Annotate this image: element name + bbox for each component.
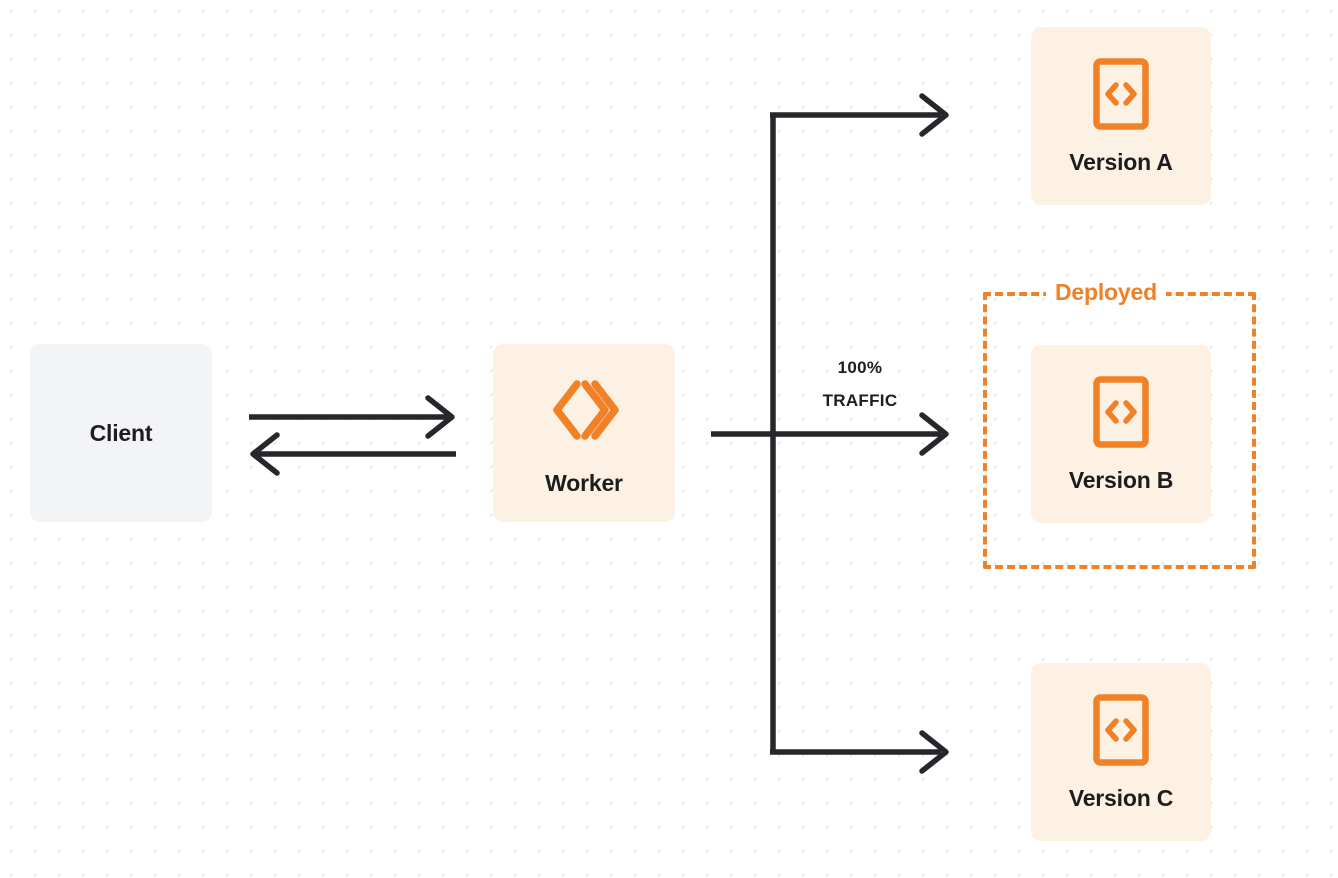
deployed-frame-label: Deployed — [1046, 279, 1166, 305]
traffic-label: 100% TRAFFIC — [790, 351, 930, 417]
node-worker-label: Worker — [545, 470, 623, 496]
code-brackets-icon — [1093, 694, 1149, 771]
node-version-c[interactable]: Version C — [1031, 663, 1211, 841]
node-client[interactable]: Client — [30, 344, 212, 522]
node-version-b[interactable]: Version B — [1031, 345, 1211, 523]
node-version-a[interactable]: Version A — [1031, 27, 1211, 205]
node-version-b-label: Version B — [1068, 467, 1174, 493]
traffic-unit: TRAFFIC — [822, 391, 898, 410]
node-worker[interactable]: Worker — [493, 344, 675, 522]
code-brackets-icon — [1093, 376, 1149, 453]
cloudflare-workers-logo-icon — [545, 371, 623, 454]
node-version-c-label: Version C — [1068, 785, 1174, 811]
traffic-percent: 100% — [837, 358, 883, 377]
code-brackets-icon — [1093, 58, 1149, 135]
node-version-a-label: Version A — [1069, 149, 1173, 175]
node-client-label: Client — [89, 419, 153, 446]
